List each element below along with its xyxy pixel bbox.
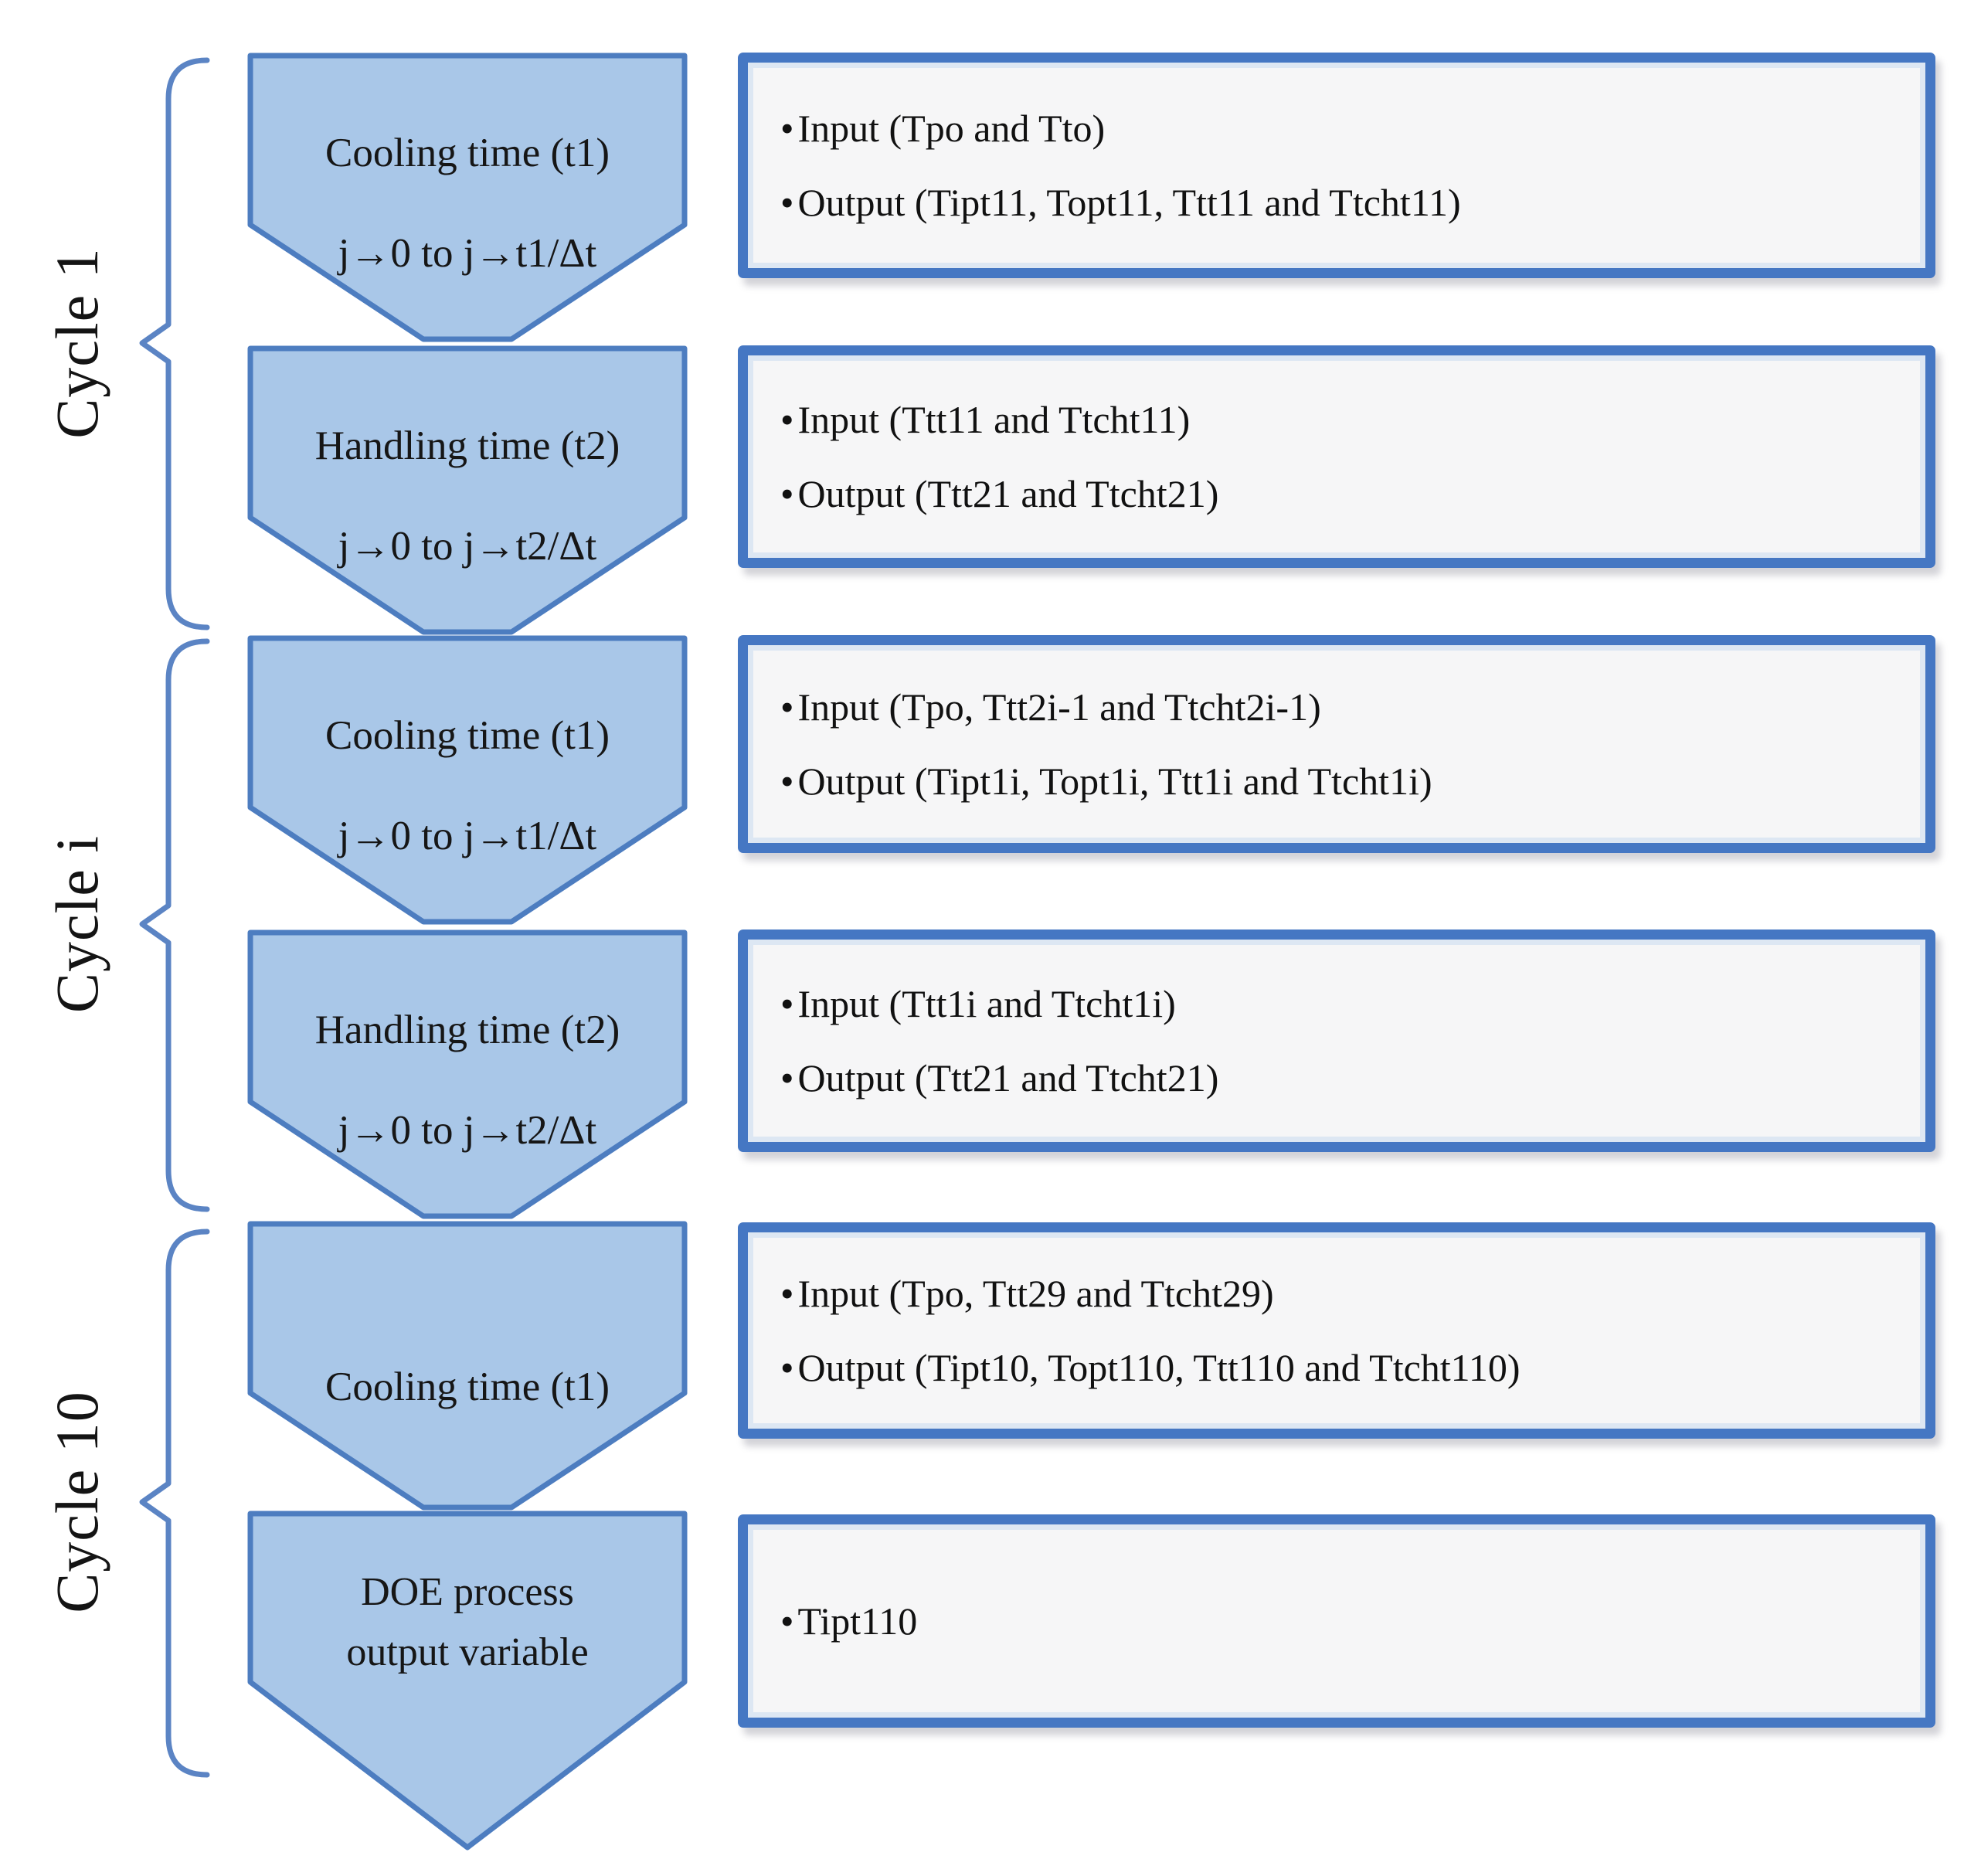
io-input: Input (Ttt1i and Ttcht1i) [780,967,1925,1041]
io-input: Input (Ttt11 and Ttcht11) [780,382,1925,457]
step-title-line2: output variable [346,1630,589,1675]
down-arrow-shape [247,1221,688,1511]
io-output-variable: Tipt110 [780,1584,1925,1658]
down-arrow-shape [247,635,688,925]
io-box-cycle10-cooling: Input (Tpo, Ttt29 and Ttcht29) Output (T… [738,1222,1935,1439]
io-input: Input (Tpo and Tto) [780,91,1925,165]
io-box-cyclei-handling: Input (Ttt1i and Ttcht1i) Output (Ttt21 … [738,930,1935,1152]
cycle-10-brace [139,1229,210,1778]
io-box-cycle1-cooling: Input (Tpo and Tto) Output (Tipt11, Topt… [738,53,1935,278]
step-title: Handling time (t2) [314,423,620,469]
cycle-1-label: Cycle 1 [43,247,110,439]
io-output: Output (Ttt21 and Ttcht21) [780,457,1925,531]
step-title: Handling time (t2) [314,1008,620,1053]
io-box-doe-output: Tipt110 [738,1514,1935,1728]
step-iteration: j→0 to j→t2/Δt [338,523,597,569]
cycle-10-label: Cycle 10 [43,1391,110,1613]
io-box-cycle1-handling: Input (Ttt11 and Ttcht11) Output (Ttt21 … [738,345,1935,568]
step-cooling-time-cyclei: Cooling time (t1) j→0 to j→t1/Δt [247,635,688,925]
io-output: Output (Tipt11, Topt11, Ttt11 and Ttcht1… [780,165,1925,240]
down-arrow-shape [247,345,688,635]
io-output: Output (Tipt10, Topt110, Ttt110 and Ttch… [780,1331,1925,1405]
io-output: Output (Tipt1i, Topt1i, Ttt1i and Ttcht1… [780,744,1925,818]
step-iteration: j→0 to j→t1/Δt [338,813,597,858]
step-title: DOE process [361,1570,574,1615]
cycle-1-brace [139,57,210,630]
down-arrow-shape [247,930,688,1219]
io-input: Input (Tpo, Ttt29 and Ttcht29) [780,1256,1925,1331]
step-handling-time-cyclei: Handling time (t2) j→0 to j→t2/Δt [247,930,688,1219]
step-title: Cooling time (t1) [325,713,610,759]
step-cooling-time-cycle10: Cooling time (t1) [247,1221,688,1511]
down-arrow-shape [247,1511,688,1851]
step-title: Cooling time (t1) [325,1365,610,1410]
cycle-i-label: Cycle i [43,834,110,1014]
step-title: Cooling time (t1) [325,131,610,176]
io-output: Output (Ttt21 and Ttcht21) [780,1041,1925,1115]
step-doe-output-variable: DOE process output variable [247,1511,688,1851]
down-arrow-shape [247,53,688,342]
step-cooling-time-cycle1: Cooling time (t1) j→0 to j→t1/Δt [247,53,688,342]
io-input: Input (Tpo, Ttt2i-1 and Ttcht2i-1) [780,670,1925,744]
step-iteration: j→0 to j→t1/Δt [338,230,597,276]
io-box-cyclei-cooling: Input (Tpo, Ttt2i-1 and Ttcht2i-1) Outpu… [738,635,1935,853]
step-handling-time-cycle1: Handling time (t2) j→0 to j→t2/Δt [247,345,688,635]
cycle-i-brace [139,638,210,1212]
step-iteration: j→0 to j→t2/Δt [338,1107,597,1153]
